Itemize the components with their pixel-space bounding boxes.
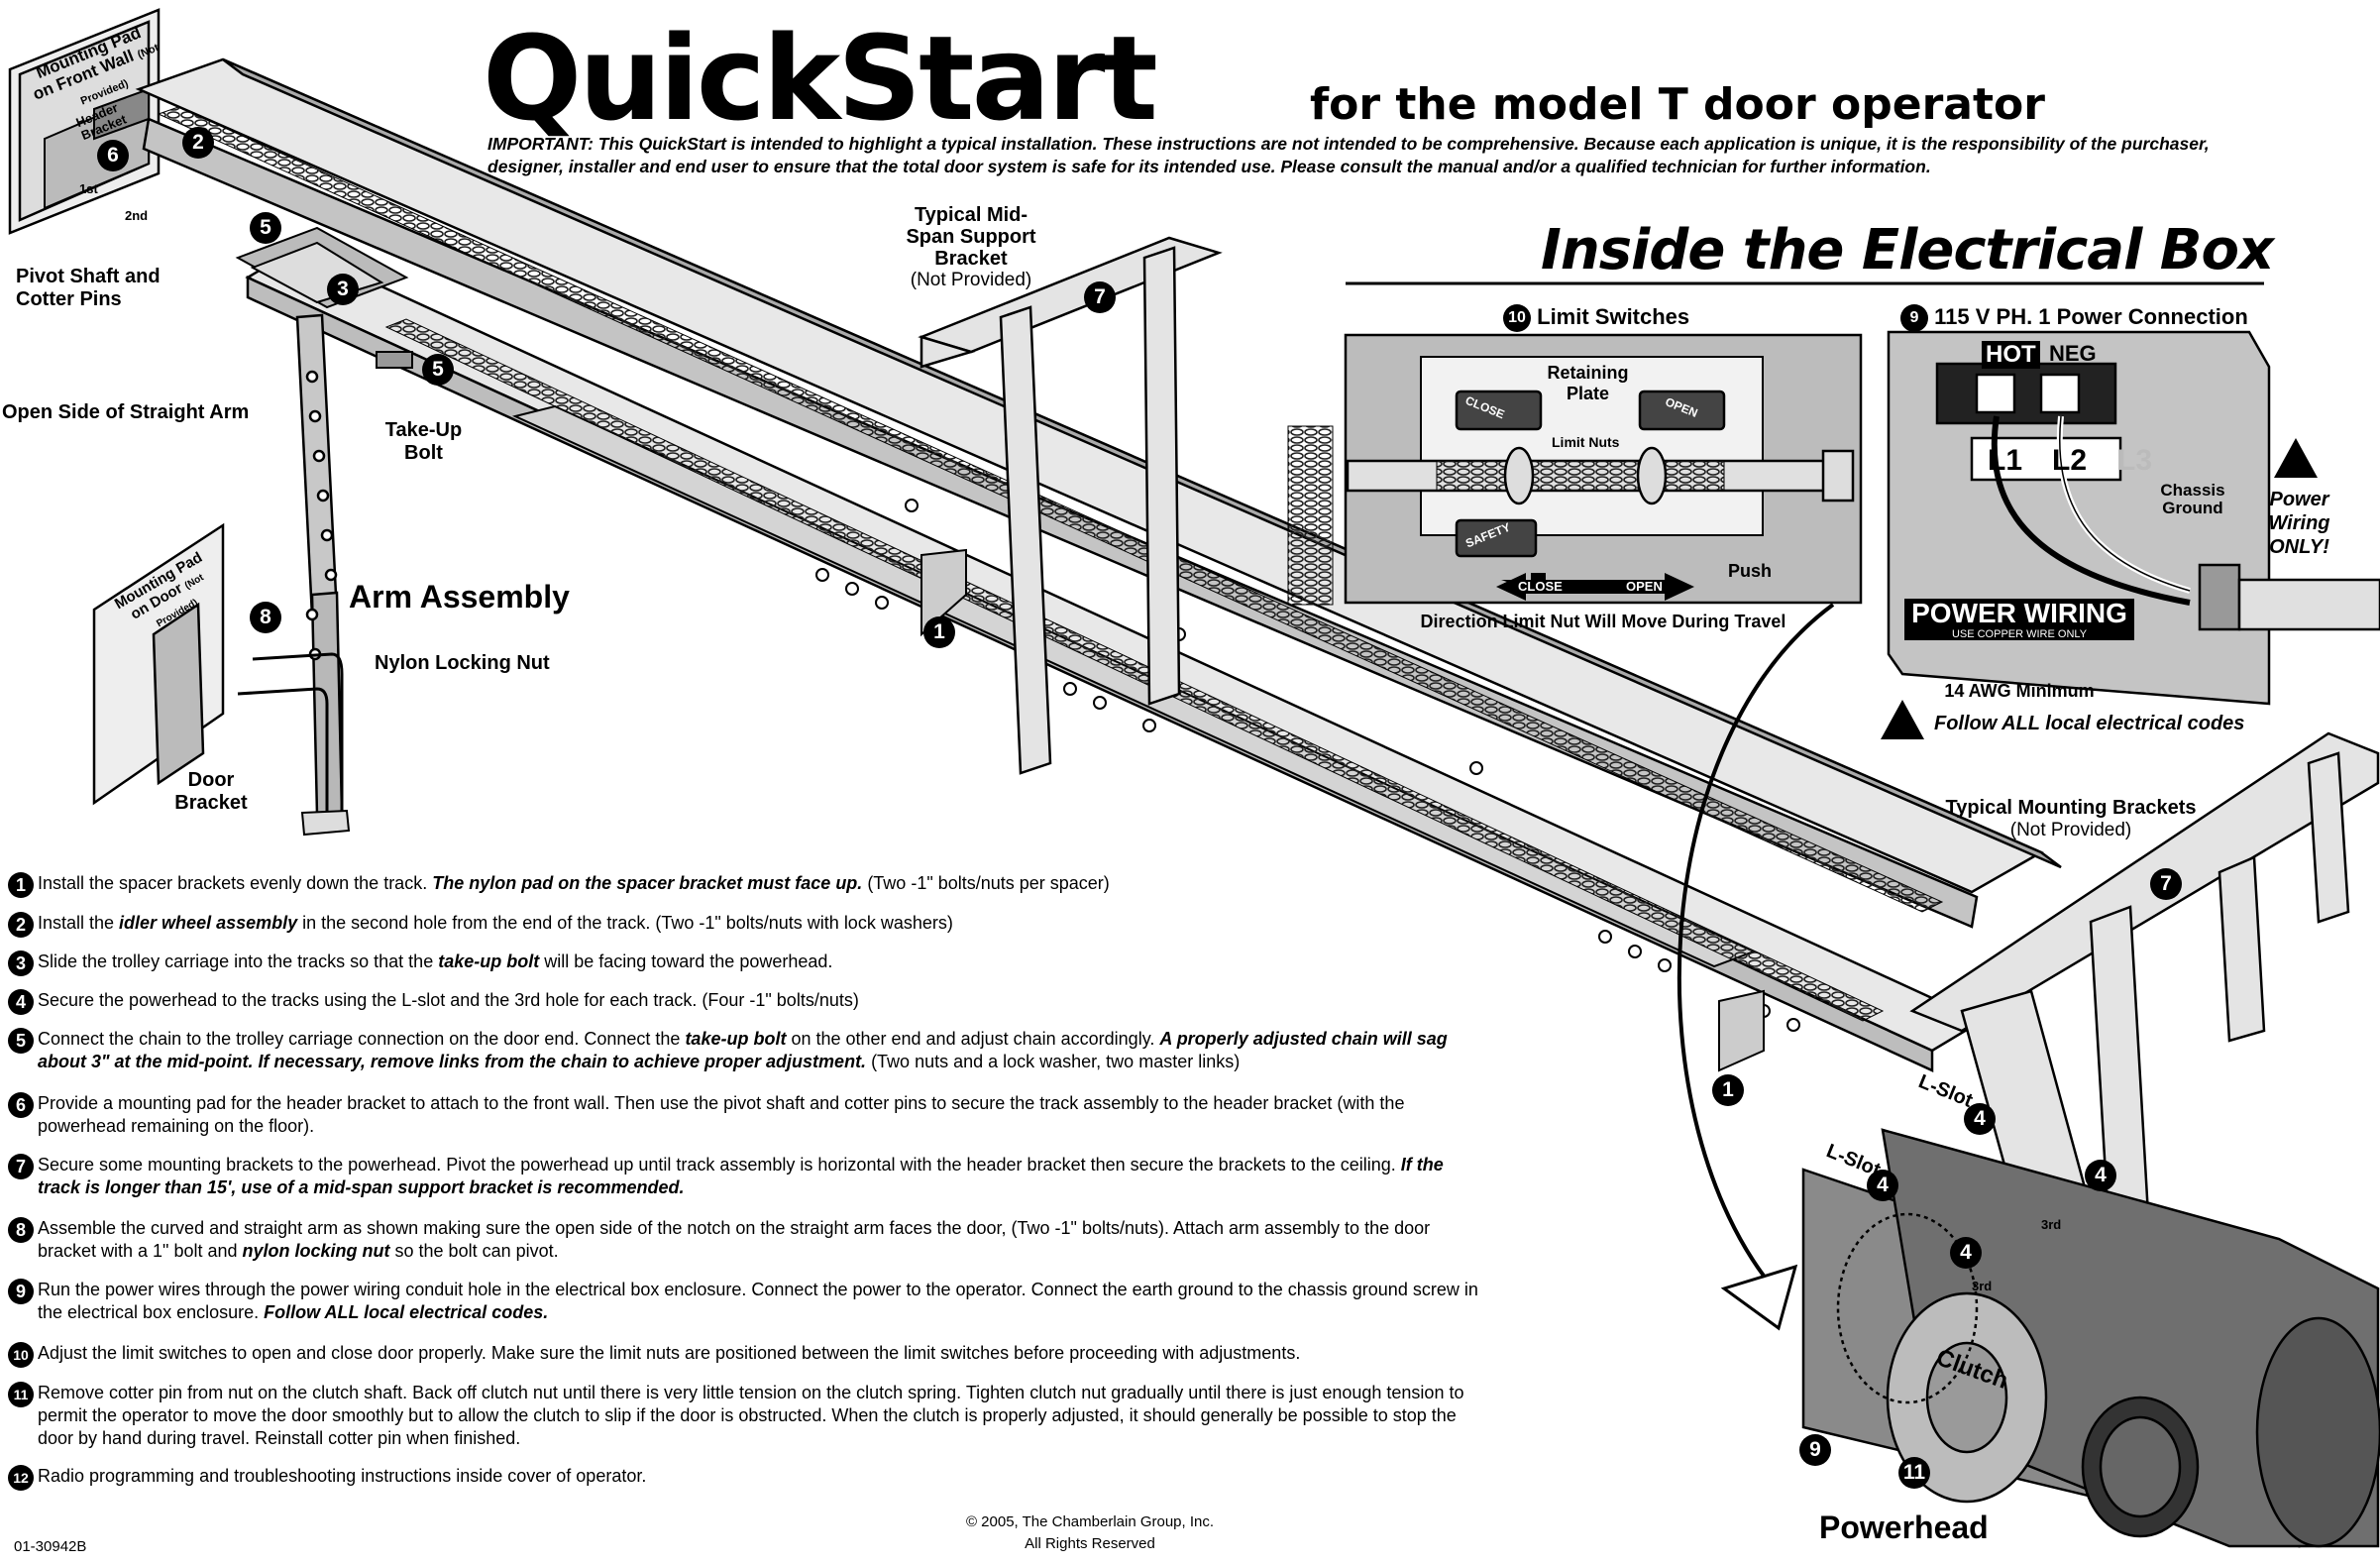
label-door-bracket: Door Bracket xyxy=(174,769,248,814)
callout-4-b: 4 xyxy=(1867,1170,1898,1201)
arrow-open-label: OPEN xyxy=(1626,579,1663,594)
limit-direction-caption: Direction Limit Nut Will Move During Tra… xyxy=(1420,612,1786,631)
label-push: Push xyxy=(1728,561,1773,581)
terminal-l2: L2 xyxy=(2052,444,2088,477)
terminal-l1: L1 xyxy=(1988,444,2023,477)
step-text: Remove cotter pin from nut on the clutch… xyxy=(38,1383,1464,1448)
label-chassis-ground: Chassis Ground xyxy=(2160,481,2225,517)
callout-6: 6 xyxy=(97,140,129,171)
step-number: 2 xyxy=(8,912,34,938)
step-number: 4 xyxy=(8,989,34,1015)
powerhead xyxy=(1801,1128,2380,1548)
step-number: 6 xyxy=(8,1092,34,1118)
power-connection-title: 9 115 V PH. 1 Power Connection xyxy=(1900,304,2248,332)
limit-switch-box xyxy=(1287,333,1863,606)
step-text: Run the power wires through the power wi… xyxy=(38,1280,1478,1322)
callout-7-right: 7 xyxy=(2150,868,2182,900)
step-text: Secure the powerhead to the tracks using… xyxy=(38,990,859,1010)
step-number: 8 xyxy=(8,1217,34,1243)
label-retaining-plate: Retaining Plate xyxy=(1547,363,1629,403)
arrow-close-label: CLOSE xyxy=(1518,579,1563,594)
label-take-up-bolt: Take-Up Bolt xyxy=(384,419,463,464)
label-1st: 1st xyxy=(79,181,98,196)
step-text: Install the idler wheel assembly in the … xyxy=(38,913,953,933)
label-3rd-a: 3rd xyxy=(2041,1217,2062,1232)
callout-2: 2 xyxy=(182,127,214,159)
callout-4-a: 4 xyxy=(1964,1103,1996,1135)
important-notice: IMPORTANT: This QuickStart is intended t… xyxy=(487,134,2210,176)
warning-icon xyxy=(2274,438,2318,478)
label-awg: 14 AWG Minimum xyxy=(1944,681,2095,701)
mid-span-support-bracket xyxy=(918,236,1223,775)
electrical-box-heading: Inside the Electrical Box xyxy=(1541,218,2274,282)
step-number: 10 xyxy=(8,1342,34,1368)
door-mounting-pad xyxy=(92,522,225,806)
callout-8: 8 xyxy=(250,602,281,633)
step-number: 5 xyxy=(8,1028,34,1054)
callout-1-mid: 1 xyxy=(923,616,955,648)
step-number: 11 xyxy=(8,1382,34,1407)
label-power-wiring-only: Power Wiring ONLY! xyxy=(2268,489,2330,558)
step-number: 7 xyxy=(8,1154,34,1179)
callout-9: 9 xyxy=(1799,1434,1831,1466)
terminal-l3: L3 xyxy=(2117,444,2153,477)
callout-7-mid: 7 xyxy=(1084,281,1116,313)
step-number: 9 xyxy=(8,1279,34,1304)
callout-4-d: 4 xyxy=(1950,1237,1982,1269)
label-follow-codes: Follow ALL local electrical codes xyxy=(1934,713,2245,734)
terminal-neg: NEG xyxy=(2049,341,2097,366)
step-text: Install the spacer brackets evenly down … xyxy=(38,873,1110,893)
label-nylon-nut: Nylon Locking Nut xyxy=(375,652,550,674)
step-text: Adjust the limit switches to open and cl… xyxy=(38,1343,1301,1363)
label-open-side: Open Side of Straight Arm xyxy=(2,401,250,423)
label-powerhead: Powerhead xyxy=(1819,1510,1989,1545)
label-mounting-brackets: Typical Mounting Brackets (Not Provided) xyxy=(1945,797,2197,840)
callout-1-lower: 1 xyxy=(1712,1074,1744,1106)
page-subtitle: for the model T door operator xyxy=(1310,79,2045,130)
step-text: Secure some mounting brackets to the pow… xyxy=(38,1155,1444,1197)
label-2nd: 2nd xyxy=(125,208,149,223)
step-number: 12 xyxy=(8,1465,34,1491)
step-text: Provide a mounting pad for the header br… xyxy=(38,1093,1405,1136)
callout-11: 11 xyxy=(1898,1457,1930,1489)
power-wiring-badge: POWER WIRING USE COPPER WIRE ONLY xyxy=(1904,599,2134,640)
label-limit-nuts: Limit Nuts xyxy=(1552,434,1620,450)
warning-icon xyxy=(1881,700,1924,739)
callout-3: 3 xyxy=(327,274,359,305)
step-number: 3 xyxy=(8,951,34,976)
terminal-hot: HOT xyxy=(1982,341,2040,369)
step-text: Connect the chain to the trolley carriag… xyxy=(38,1029,1448,1071)
straight-arm xyxy=(295,313,344,817)
step-text: Slide the trolley carriage into the trac… xyxy=(38,951,833,971)
callout-5-upper: 5 xyxy=(250,212,281,244)
step-number: 1 xyxy=(8,872,34,898)
callout-4-c: 4 xyxy=(2085,1160,2116,1191)
step-text: Assemble the curved and straight arm as … xyxy=(38,1218,1431,1261)
label-mid-span: Typical Mid-Span Support Bracket (Not Pr… xyxy=(906,204,1036,290)
page-title: QuickStart xyxy=(483,10,1158,147)
electrical-box-pointer-arrow xyxy=(1677,603,1835,1290)
step-text: Radio programming and troubleshooting in… xyxy=(38,1466,647,1486)
document-number: 01-30942B xyxy=(14,1538,87,1555)
label-3rd-b: 3rd xyxy=(1972,1279,1993,1293)
limit-switches-title: 10 Limit Switches xyxy=(1503,304,1689,332)
callout-5-lower: 5 xyxy=(422,354,454,386)
copyright: © 2005, The Chamberlain Group, Inc. All … xyxy=(965,1513,1215,1552)
label-pivot-shaft: Pivot Shaft and Cotter Pins xyxy=(16,266,161,310)
label-arm-assembly: Arm Assembly xyxy=(349,579,570,615)
